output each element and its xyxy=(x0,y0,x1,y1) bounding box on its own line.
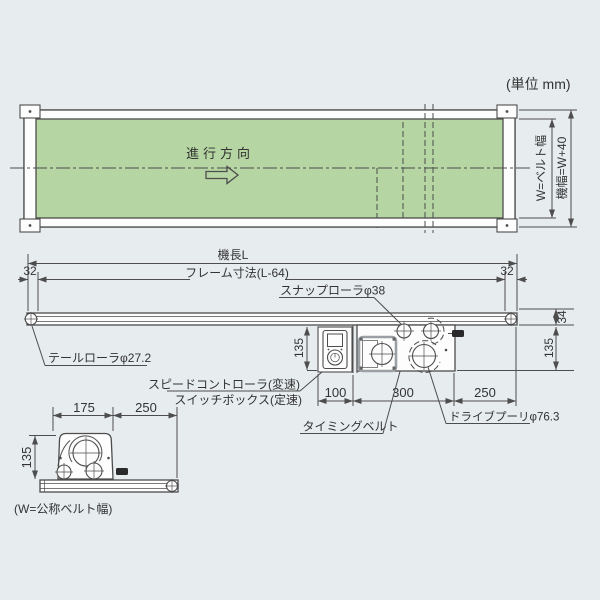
tail-roller-label: テールローラφ27.2 xyxy=(48,351,151,365)
belt-width-label: W=ベルト幅 xyxy=(533,135,548,201)
switch-box xyxy=(317,326,353,373)
power-plug-end xyxy=(116,468,128,475)
machine-length-label: 機長L xyxy=(218,247,249,262)
dim-end-section: 250 xyxy=(474,385,496,400)
side-view: 機長L フレーム寸法(L-64) 32 32 xyxy=(18,247,574,434)
switch-box-display xyxy=(327,333,343,347)
snap-roller-label: スナップローラφ38 xyxy=(280,284,385,298)
frame-dim-label: フレーム寸法(L-64) xyxy=(185,266,289,280)
dim-switch-box-width: 100 xyxy=(325,385,347,400)
power-plug xyxy=(452,330,464,337)
top-view: 進行方向 W=ベルト幅 機幅=W+40 xyxy=(10,104,577,233)
dim-end-view-height: 135 xyxy=(19,435,56,479)
end-offset-left: 32 xyxy=(23,264,37,278)
frame-bar-end xyxy=(39,479,179,493)
drive-pulley-label: ドライブプーリφ76.3 xyxy=(449,410,559,424)
dim-bottom-row: 100 300 250 xyxy=(317,327,517,406)
end-offset-right: 32 xyxy=(500,264,514,278)
timing-belt-path xyxy=(427,317,445,345)
dim-drive-section: 300 xyxy=(392,385,414,400)
drive-unit xyxy=(317,317,464,374)
belt-run xyxy=(57,440,71,467)
dim-drive-height-left: 135 xyxy=(292,338,306,358)
direction-label: 進行方向 xyxy=(186,146,254,161)
timing-belt-label: タイミングベルト xyxy=(303,420,399,434)
machine-width-label: 機幅=W+40 xyxy=(554,136,569,199)
unit-note: (単位 mm) xyxy=(506,76,571,92)
belt-wrap xyxy=(68,435,103,463)
frame-rail-top xyxy=(23,109,516,120)
screw-dot xyxy=(505,224,509,227)
belt-width-note: (W=公称ベルト幅) xyxy=(14,501,112,516)
dim-height: 135 xyxy=(19,447,34,469)
switch-box-label: スイッチボックス(定速) xyxy=(174,392,302,407)
dim-machine-length: 機長L フレーム寸法(L-64) 32 32 xyxy=(18,247,527,311)
dim-end-view-top: 175 250 xyxy=(52,400,178,478)
screw-dot xyxy=(28,110,32,113)
callouts: スナップローラφ38 テールローラφ27.2 スピードコントローラ(変速) スイ… xyxy=(31,284,559,434)
dim-frame-height: 34 xyxy=(555,310,569,324)
dim-drive-height-right: 135 xyxy=(542,338,556,358)
gearbox xyxy=(357,335,398,373)
dim-belt-width: W=ベルト幅 機幅=W+40 xyxy=(519,109,577,228)
frame-rail-bottom xyxy=(23,217,516,228)
direction-arrow xyxy=(205,165,240,185)
dim-height-left: 135 xyxy=(292,327,317,371)
dim-motor-offset: 175 xyxy=(73,400,95,415)
timing-belt-path xyxy=(408,340,441,374)
label-mask xyxy=(190,266,285,280)
dim-end-length: 250 xyxy=(135,400,157,415)
speed-controller-label: スピードコントローラ(変速) xyxy=(148,377,300,392)
screw-dot xyxy=(505,110,509,113)
end-view: 175 250 135 (W=公称ベルト幅) xyxy=(14,400,179,516)
screw-dot xyxy=(28,224,32,227)
frame-side-bar xyxy=(26,312,518,326)
